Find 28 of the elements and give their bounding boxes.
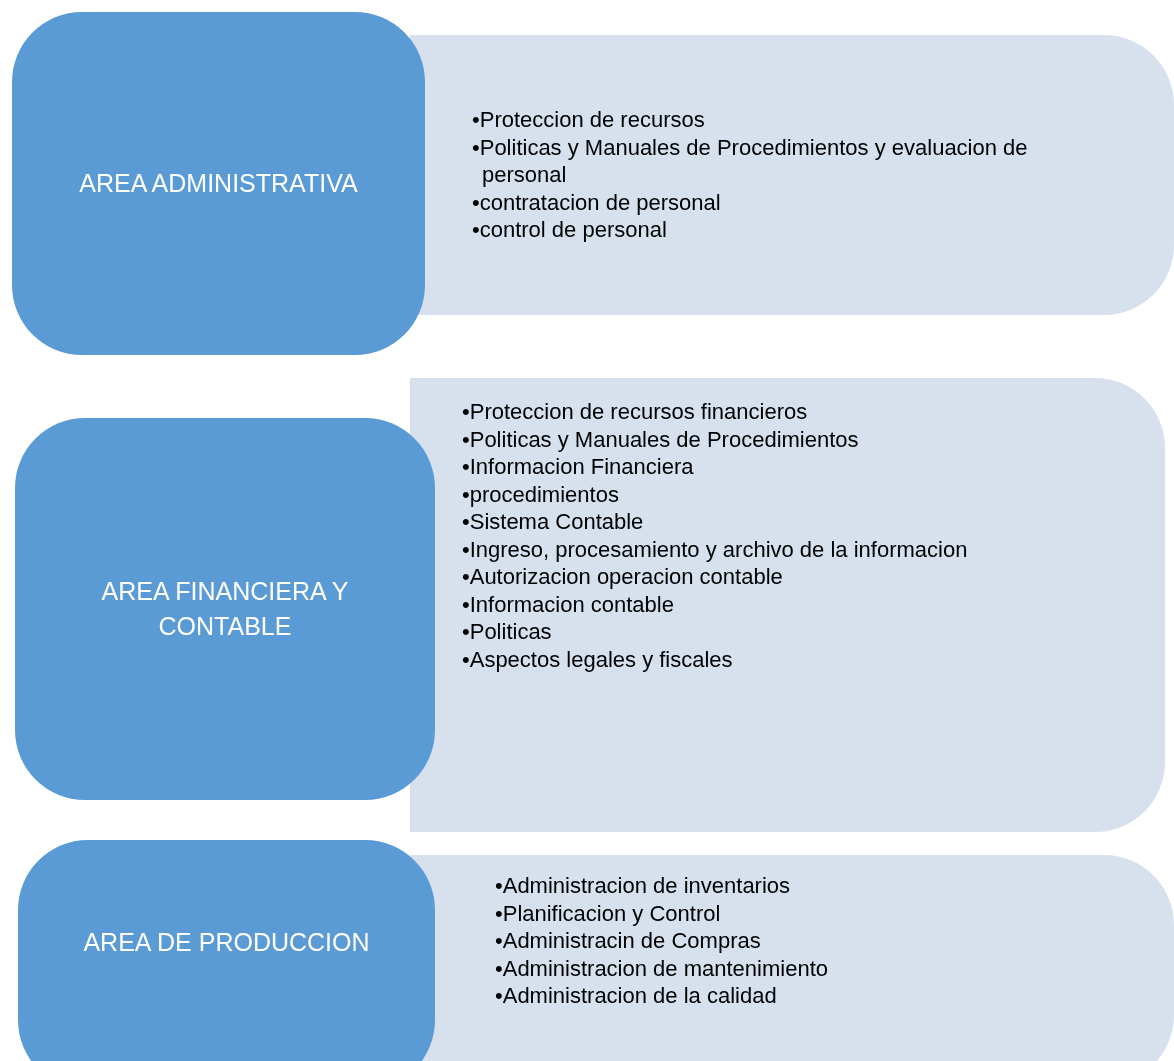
bullet-item: •Ingreso, procesamiento y archivo de la informacion <box>462 535 969 563</box>
bullet-item: •Administracion de inventarios <box>495 872 792 900</box>
bullet-item: •Planificacion y Control <box>495 899 722 927</box>
bullet-item: •Informacion contable <box>462 590 675 618</box>
bullet-item: •procedimientos <box>462 480 620 508</box>
category-box <box>18 840 435 1061</box>
bullet-item: •Administracin de Compras <box>495 927 762 955</box>
bullet-item: •Politicas <box>462 618 553 646</box>
bullet-item: •Administracion de la calidad <box>495 982 778 1010</box>
bullet-item: •control de personal <box>472 216 668 244</box>
list-panel <box>410 35 1174 315</box>
bullet-item: •Informacion Financiera <box>462 453 695 481</box>
list-panel <box>410 855 1174 1061</box>
bullet-item: •Aspectos legales y fiscales <box>462 645 734 673</box>
bullet-item: •Proteccion de recursos <box>472 106 706 134</box>
category-title: AREA FINANCIERA Y CONTABLE <box>100 576 350 642</box>
bullet-item: •Politicas y Manuales de Procedimientos <box>462 425 860 453</box>
category-box <box>12 12 425 355</box>
bullet-item: •Politicas y Manuales de Procedimientos y evaluacion de personal <box>472 133 1029 189</box>
bullet-item: •Proteccion de recursos financieros <box>462 398 809 426</box>
bullet-item: •Administracion de mantenimiento <box>495 954 829 982</box>
category-title: AREA DE PRODUCCION <box>83 927 370 958</box>
bullet-item: •Autorizacion operacion contable <box>462 563 784 591</box>
category-box <box>15 418 435 800</box>
list-panel <box>410 378 1165 832</box>
bullet-item: •contratacion de personal <box>472 188 722 217</box>
category-title: AREA ADMINISTRATIVA <box>79 168 358 199</box>
bullet-item: •Sistema Contable <box>462 508 645 536</box>
